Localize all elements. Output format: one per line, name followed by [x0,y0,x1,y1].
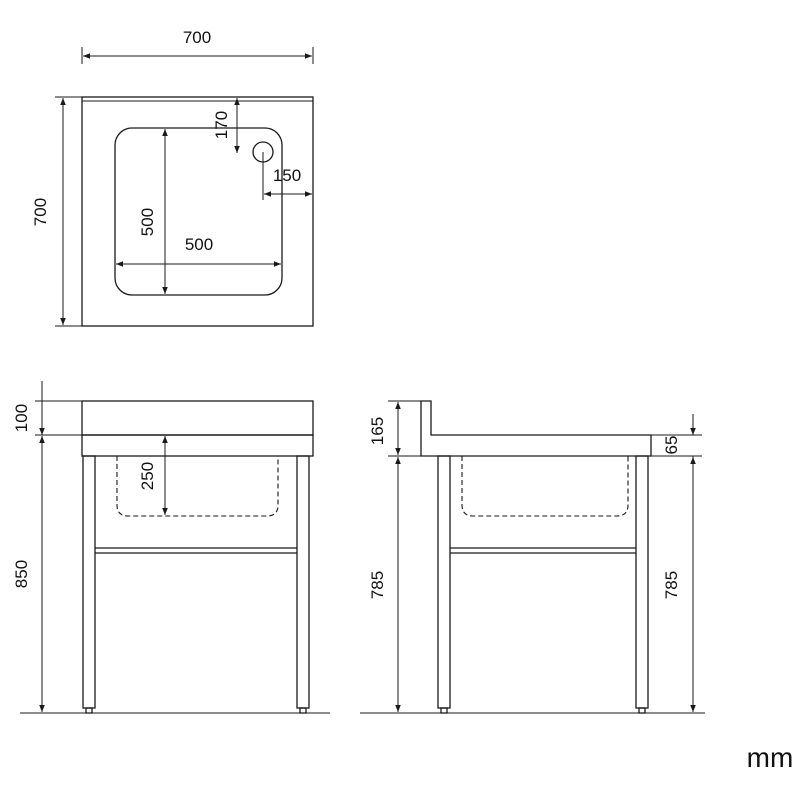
sink-outline-plan [81,96,314,327]
dim-top-depth: 700 [31,198,50,226]
top-view: 700 700 170 150 500 500 [31,28,314,327]
bowl-hidden-front [116,456,279,517]
dim-bowl-width-plan: 500 [185,235,213,254]
bowl-outline-plan [114,127,283,296]
right-leg-front [296,455,310,709]
dim-side-splash: 165 [368,417,387,445]
front-view: 100 850 250 [12,381,330,714]
front-leg-side [635,455,649,709]
dim-side-leg: 785 [368,571,387,599]
dim-bowl-depth: 250 [138,462,157,490]
side-view: 165 785 65 785 [360,400,705,714]
back-foot-side [440,707,448,714]
bowl-hidden-side [461,456,629,517]
splashback-front [81,400,314,436]
dim-side-top: 65 [662,436,681,455]
left-foot-front [85,707,93,714]
side-profile [420,400,652,457]
dim-front-splash: 100 [12,404,31,432]
back-leg-side [437,455,451,709]
dim-bowl-depth-plan: 500 [138,208,157,236]
front-foot-side [638,707,646,714]
unit-label: mm [747,742,794,773]
dim-front-height: 850 [12,560,31,588]
dim-tap-back: 170 [212,111,231,139]
dim-side-leg-right: 785 [662,571,681,599]
worktop-front [81,434,314,457]
dim-top-width: 700 [183,28,211,47]
dim-tap-side: 150 [273,166,301,185]
left-leg-front [82,455,96,709]
right-foot-front [299,707,307,714]
